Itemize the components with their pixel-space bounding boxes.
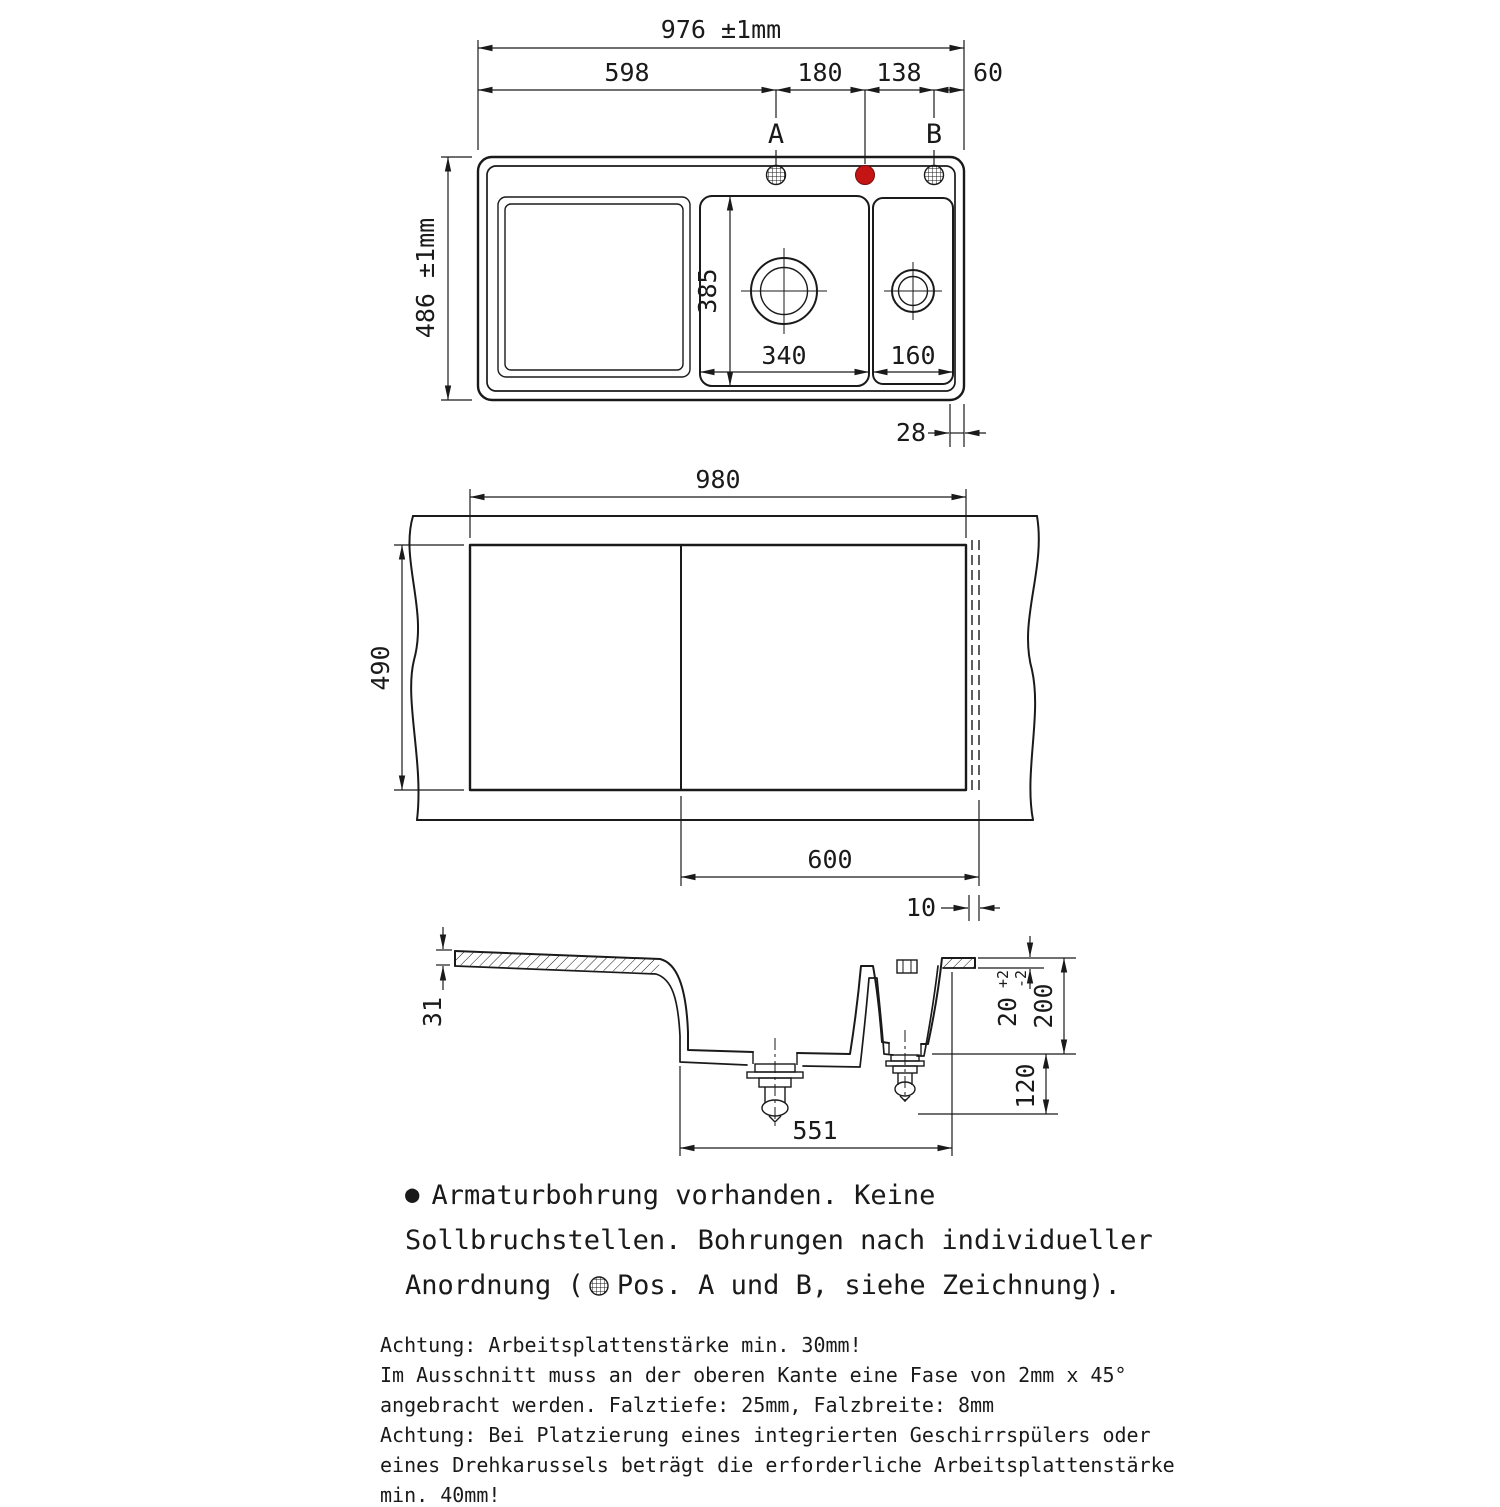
note-armatur-line2: Sollbruchstellen. Bohrungen nach individ… [405, 1225, 1153, 1256]
bullet-icon: ● [405, 1180, 420, 1208]
main-drain-assembly [746, 1038, 804, 1128]
dim-340: 340 [761, 341, 806, 370]
rim-hatch-left [455, 951, 660, 973]
dim-20: 20 [993, 997, 1022, 1027]
note-armatur-text2: Sollbruchstellen. Bohrungen nach individ… [405, 1225, 1153, 1256]
dim-20-tol-plus: +2 [994, 970, 1012, 988]
note-armatur-line1: ● Armaturbohrung vorhanden. Keine [405, 1180, 935, 1211]
dim-160: 160 [890, 341, 935, 370]
top-view-dimension-lines [444, 44, 986, 437]
small-drain-symbol [884, 262, 942, 320]
dim-31: 31 [418, 997, 447, 1027]
sink-inner-rim [486, 165, 956, 392]
note-armatur-line3: Anordnung ( Pos. A und B, siehe Zeichnung… [405, 1270, 1121, 1304]
section-view: 31 20 +2 -2 200 120 551 [418, 927, 1076, 1156]
dim-overall-width: 976 ±1mm [661, 15, 781, 44]
note-warn5: eines Drehkarussels beträgt die erforder… [380, 1453, 1175, 1477]
hole-b-label: B [926, 119, 942, 150]
hole-b-section-detail [896, 959, 918, 974]
break-line-right [1027, 515, 1040, 821]
note-armatur-text1: Armaturbohrung vorhanden. Keine [431, 1180, 936, 1211]
drill-position-icon [588, 1273, 610, 1304]
small-drain-assembly [885, 1030, 925, 1102]
top-view-extension-lines [441, 40, 965, 447]
dim-60: 60 [973, 58, 1003, 87]
small-bowl [872, 197, 954, 385]
note-armatur-text3-post: Pos. A und B, siehe Zeichnung). [616, 1270, 1121, 1301]
dim-20-tol-minus: -2 [1012, 970, 1030, 988]
rim-hatch-right [941, 958, 975, 969]
top-view: 976 ±1mm 598 180 138 60 A B 486 ±1mm 385… [411, 15, 1003, 447]
note-warn4: Achtung: Bei Platzierung eines integrier… [380, 1423, 1151, 1447]
dim-120: 120 [1011, 1063, 1040, 1108]
cutout-extension-lines [394, 489, 980, 921]
drainboard-outline [497, 196, 691, 378]
dim-980: 980 [695, 465, 740, 494]
main-bowl [699, 195, 870, 387]
dim-28: 28 [896, 418, 926, 447]
note-armatur-text3-pre: Anordnung ( [405, 1270, 584, 1301]
dim-385: 385 [693, 268, 722, 313]
dim-180: 180 [797, 58, 842, 87]
countertop-outline [408, 515, 1040, 821]
hole-a-label: A [768, 119, 784, 150]
note-warn6: min. 40mm! [380, 1483, 501, 1507]
note-warn2: Im Ausschnitt muss an der oberen Kante e… [380, 1363, 1127, 1387]
dim-598: 598 [604, 58, 649, 87]
dim-20-tolerance: 20 +2 -2 [993, 970, 1030, 1027]
dim-600: 600 [807, 845, 852, 874]
note-warn1: Achtung: Arbeitsplattenstärke min. 30mm! [380, 1333, 862, 1357]
dim-200: 200 [1029, 983, 1058, 1028]
main-drain-symbol [741, 248, 827, 334]
cutout-rectangle [468, 543, 968, 792]
dim-138: 138 [876, 58, 921, 87]
dim-10: 10 [906, 893, 936, 922]
dimension-drawing: 976 ±1mm 598 180 138 60 A B 486 ±1mm 385… [366, 15, 1076, 1156]
hole-a-marker-icon [765, 164, 787, 186]
hole-red-marker-icon [855, 165, 875, 185]
dim-551: 551 [792, 1116, 837, 1145]
section-dimension-lines [439, 927, 1068, 1152]
cutout-view: 980 490 600 10 [366, 465, 1040, 922]
sink-section-inner-surface [454, 950, 976, 1055]
dim-490: 490 [366, 645, 395, 690]
dim-overall-height: 486 ±1mm [411, 218, 440, 338]
section-extension-lines [436, 949, 1076, 1156]
sink-section-outer-surface [454, 965, 976, 1068]
cutout-dimension-lines [398, 493, 1000, 912]
drainboard-inner-line [504, 203, 684, 371]
note-warn3: angebracht werden. Falztiefe: 25mm, Falz… [380, 1393, 995, 1417]
break-line-left [408, 515, 420, 821]
sink-outline [476, 155, 966, 402]
hole-b-marker-icon [923, 164, 945, 186]
